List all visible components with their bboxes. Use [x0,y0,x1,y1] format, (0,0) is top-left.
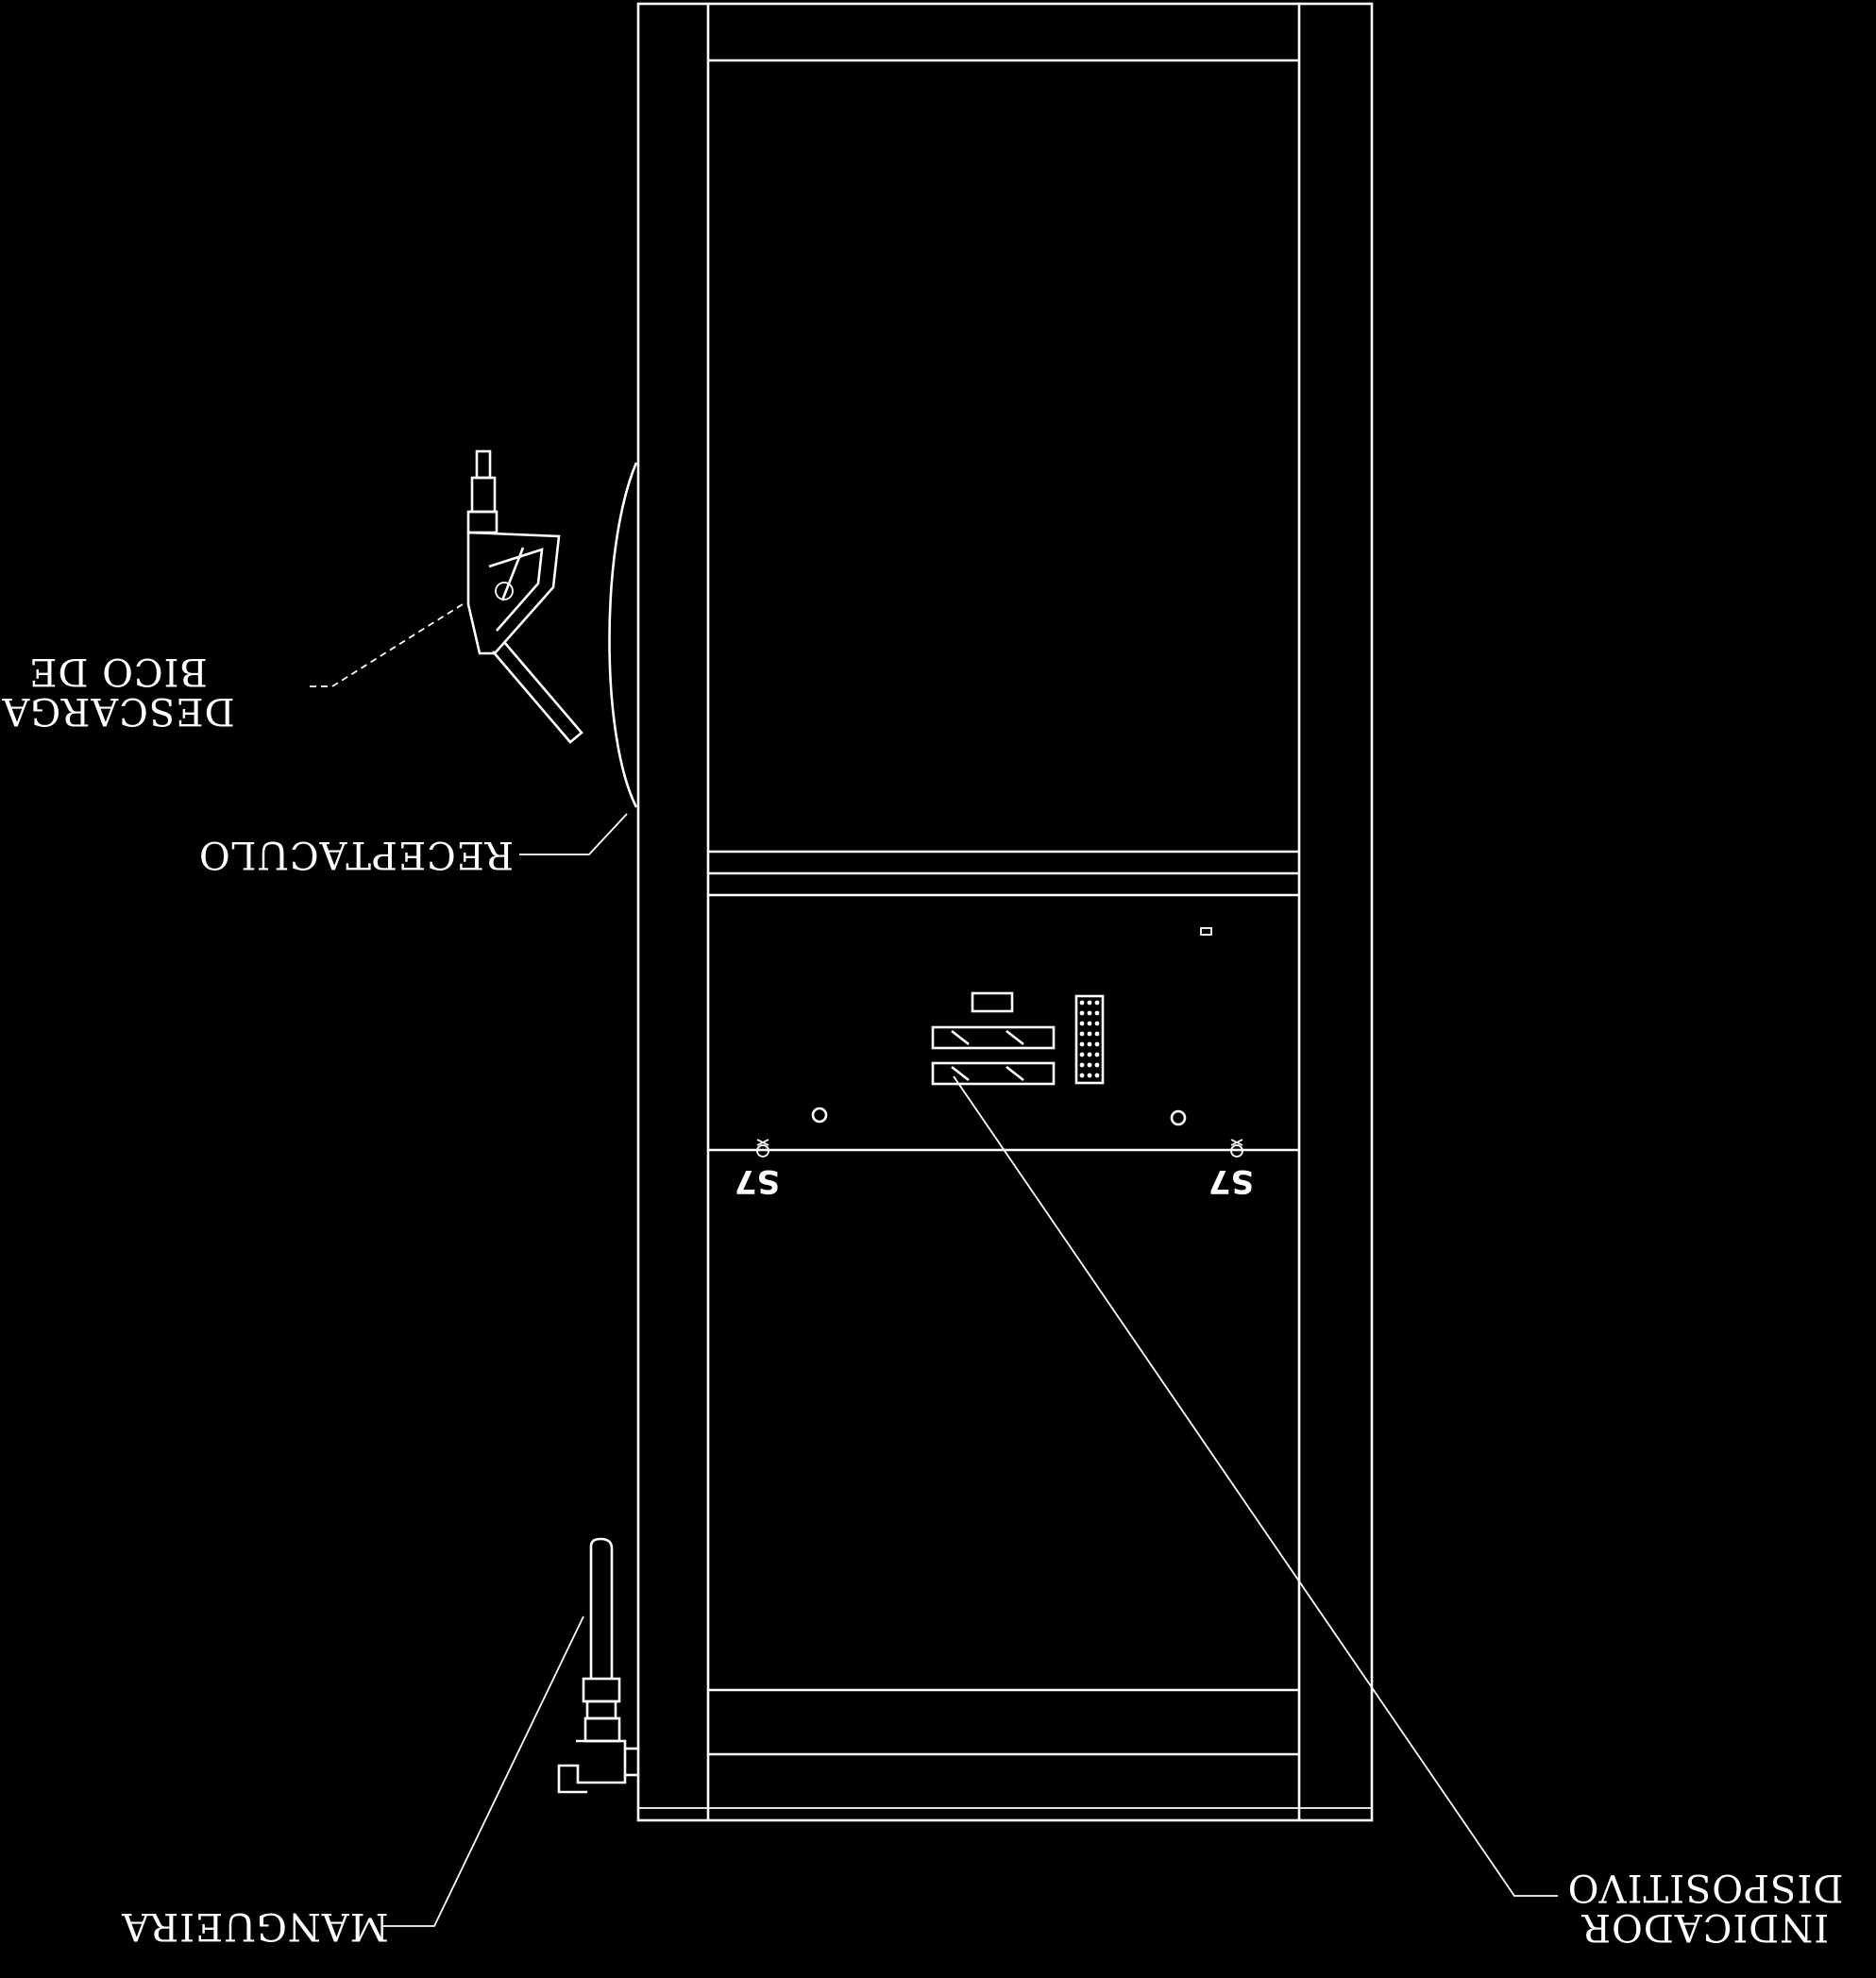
panel-screw-right [1170,1109,1187,1126]
nozzle-label-line2: BICO DE [28,650,208,693]
unit-price-window [971,991,1014,1013]
keypad-key [1087,1041,1092,1047]
panel-screw-left [811,1107,828,1124]
indicator-label-line1: INDICADOR [1580,1905,1829,1949]
keypad-key [1079,1031,1085,1037]
volume-display-window [931,1025,1056,1050]
keypad-key [1079,1041,1085,1047]
hose-icon [557,1537,638,1794]
keypad-key [1079,1010,1085,1016]
seal-left-label: S7 [735,1162,780,1200]
keypad-key [1087,1062,1092,1068]
indicator-label-group: INDICADOR DISPOSITIVO [1567,1866,1844,1949]
keypad-key [1094,1031,1100,1037]
keypad-key [1087,1031,1092,1037]
keypad-key [1079,1073,1085,1078]
indicator-label-line2: DISPOSITIVO [1567,1866,1844,1909]
keypad-key [1079,1062,1085,1068]
seal-right-label: S7 [1208,1162,1254,1200]
keypad-key [1087,1021,1092,1026]
nozzle-label-line1: DESCARGA [1,689,234,733]
cabinet-outline [636,2,1374,1822]
keypad-key [1079,1052,1085,1057]
indicator-lamp [1200,927,1212,936]
keypad-key [1094,1021,1100,1026]
receptacle-label: RECEPTACULO [198,833,514,876]
keypad-key [1087,1052,1092,1057]
keypad-key [1094,1010,1100,1016]
leader-nozzle [310,603,464,687]
keypad-key [1094,1000,1100,1006]
nozzle-label-group: DESCARGA BICO DE [1,650,234,733]
keypad-key [1094,1062,1100,1068]
keypad-key [1094,1073,1100,1078]
nozzle-receptacle [608,462,638,808]
keypad-icon [1074,994,1105,1085]
seal-left: S7 [735,1139,780,1200]
leader-indicator [953,1075,1558,1897]
discharge-nozzle-icon [466,449,583,744]
leader-receptacle [519,813,628,855]
electronic-display-head [811,927,1212,1126]
amount-display-window [931,1061,1056,1086]
leader-hose [381,1615,584,1927]
keypad-key [1079,1021,1085,1026]
dispenser-cabinet [636,2,1374,1822]
hose-label: MANGUEIRA [121,1904,389,1948]
keypad-key [1087,1000,1092,1006]
keypad-key [1094,1041,1100,1047]
keypad-key [1087,1073,1092,1078]
keypad-key [1094,1052,1100,1057]
seal-right: S7 [1208,1139,1254,1200]
keypad-key [1079,1000,1085,1006]
keypad-key [1087,1010,1092,1016]
